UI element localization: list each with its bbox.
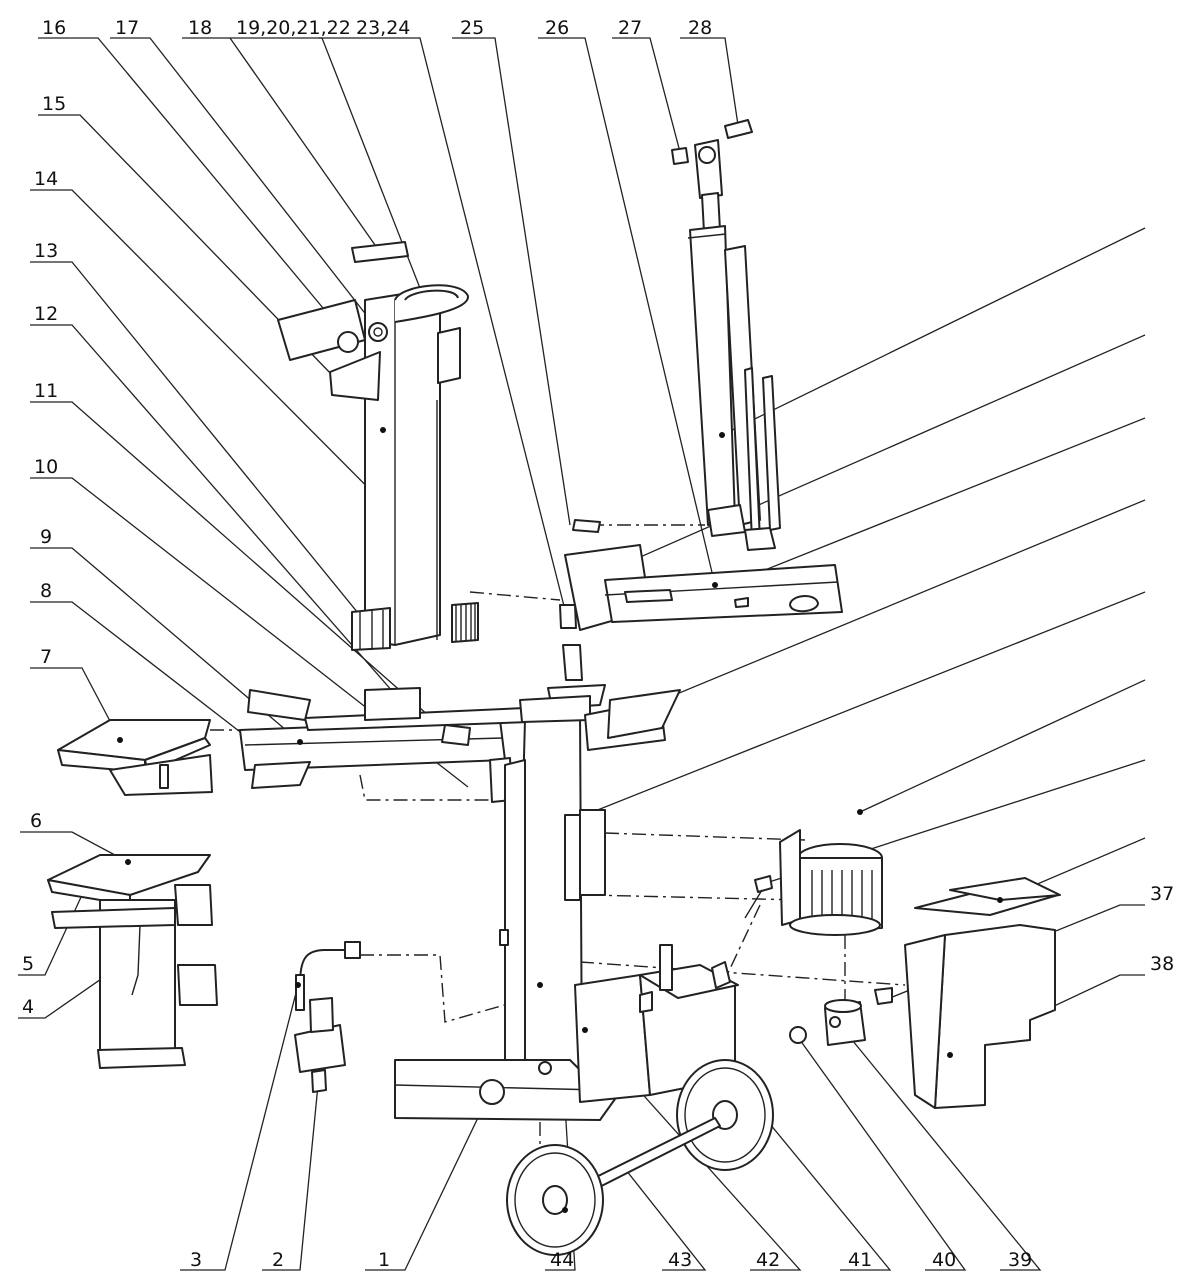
label-25: 25 (460, 17, 484, 39)
label-6: 6 (30, 810, 42, 832)
label-14: 14 (34, 168, 58, 190)
label-40: 40 (932, 1249, 956, 1271)
slide-arm-upper (547, 519, 843, 709)
label-12: 12 (34, 303, 58, 325)
part-labels: 16 17 18 19,20,21,22 23,24 25 26 27 28 1… (22, 17, 1174, 1271)
main-frame (394, 689, 681, 1121)
wheels (506, 1059, 774, 1256)
oil-tank (574, 944, 739, 1103)
label-8: 8 (40, 580, 52, 602)
label-28: 28 (688, 17, 712, 39)
label-38: 38 (1150, 953, 1174, 975)
table-top-6 (47, 854, 218, 1069)
column-upper (277, 241, 479, 651)
electric-motor (744, 809, 883, 936)
label-23-24: 23,24 (356, 17, 410, 39)
label-42: 42 (756, 1249, 780, 1271)
motor-guard (904, 877, 1061, 1109)
label-17: 17 (115, 17, 139, 39)
label-43: 43 (668, 1249, 692, 1271)
label-18: 18 (188, 17, 212, 39)
hydraulic-cylinder (671, 119, 781, 551)
label-1: 1 (378, 1249, 390, 1271)
label-3: 3 (190, 1249, 202, 1271)
pump-coupling (789, 987, 893, 1046)
label-11: 11 (34, 380, 58, 402)
work-table-arm (239, 687, 531, 803)
table-top-7 (57, 719, 213, 796)
label-39: 39 (1008, 1249, 1032, 1271)
label-15: 15 (42, 93, 66, 115)
label-37: 37 (1150, 883, 1174, 905)
label-26: 26 (545, 17, 569, 39)
label-4: 4 (22, 996, 34, 1018)
label-19-22: 19,20,21,22 (236, 17, 351, 39)
label-2: 2 (272, 1249, 284, 1271)
label-27: 27 (618, 17, 642, 39)
label-13: 13 (34, 240, 58, 262)
label-16: 16 (42, 17, 66, 39)
label-44: 44 (550, 1249, 574, 1271)
label-5: 5 (22, 953, 34, 975)
label-10: 10 (34, 456, 58, 478)
label-9: 9 (40, 526, 52, 548)
label-41: 41 (848, 1249, 872, 1271)
control-valve (294, 941, 361, 1093)
label-7: 7 (40, 646, 52, 668)
